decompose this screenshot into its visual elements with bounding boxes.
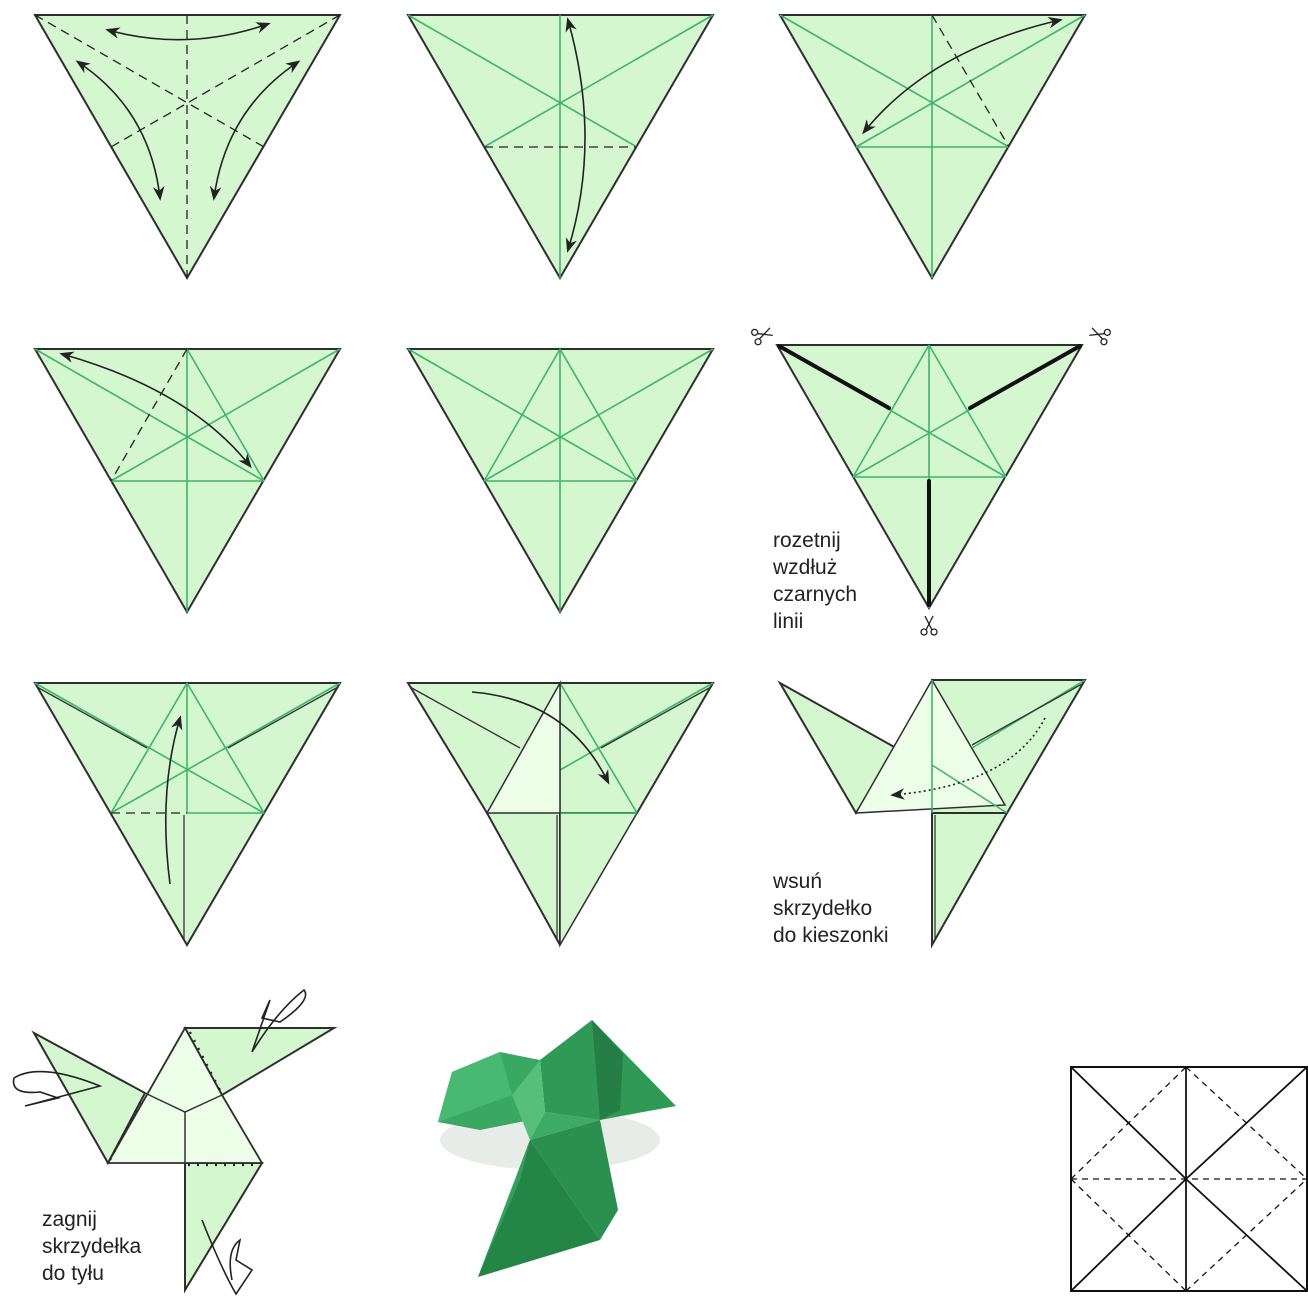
step-3-fold-arrow [862,16,1063,135]
step-2-triangle [406,14,715,280]
step-1-triangle [33,14,342,280]
step-10-creases [144,1092,223,1163]
cut-caption-line: czarnych [773,583,858,606]
scissors-icon [920,615,938,636]
insert-caption-line: skrzydełko [773,897,873,920]
crease-pattern-square [1070,1066,1308,1292]
fold-back-caption-line: do tyłu [42,1262,104,1285]
step-7-fold-arrow [164,715,183,885]
step-8-folded-flap [485,680,561,814]
step-1-fold-arrows [75,22,301,201]
step-6-triangle [751,327,1111,636]
finished-model-photo [438,1020,676,1277]
fold-back-caption-line: zagnij [42,1208,97,1231]
cut-instruction-caption: rozetnij wzdłuż czarnych linii [773,527,857,635]
scissors-icon [1089,327,1111,346]
step-8-figure [406,680,715,948]
step-5-triangle [406,348,715,614]
step-3-triangle [778,14,1087,280]
scissors-icon [751,327,773,346]
step-7-slits [36,686,339,940]
step-8-fold-arrow [471,691,610,785]
cut-caption-line: rozetnij [773,529,841,552]
step-6-cut-lines [777,344,1082,607]
step-4-fold-arrow [59,351,252,469]
cut-caption-line: wzdłuż [773,556,838,579]
step-10-figure [12,988,338,1296]
step-9-figure [777,678,1087,949]
step-2-fold-arrow [565,17,586,253]
fold-back-caption-line: skrzydełka [42,1235,142,1258]
step-10-turn-arrows [12,988,307,1296]
step-9-slits [934,683,1083,940]
step-8-slits [409,686,712,940]
insert-caption-line: do kieszonki [773,924,889,947]
insert-instruction-caption: wsuń skrzydełko do kieszonki [773,868,889,949]
step-5-creases [407,348,714,612]
fold-back-instruction-caption: zagnij skrzydełka do tyłu [42,1206,141,1287]
step-7-creases [34,682,341,814]
insert-caption-line: wsuń [773,870,823,893]
step-9-tuck-arrow [890,717,1046,800]
cut-caption-line: linii [773,610,804,633]
crease-pattern-dashed-lines [1070,1066,1308,1292]
step-4-triangle [33,348,342,614]
step-10-center-piece [106,1026,264,1164]
step-7-triangle [33,682,342,947]
step-10-dotted-folds [109,1031,258,1167]
